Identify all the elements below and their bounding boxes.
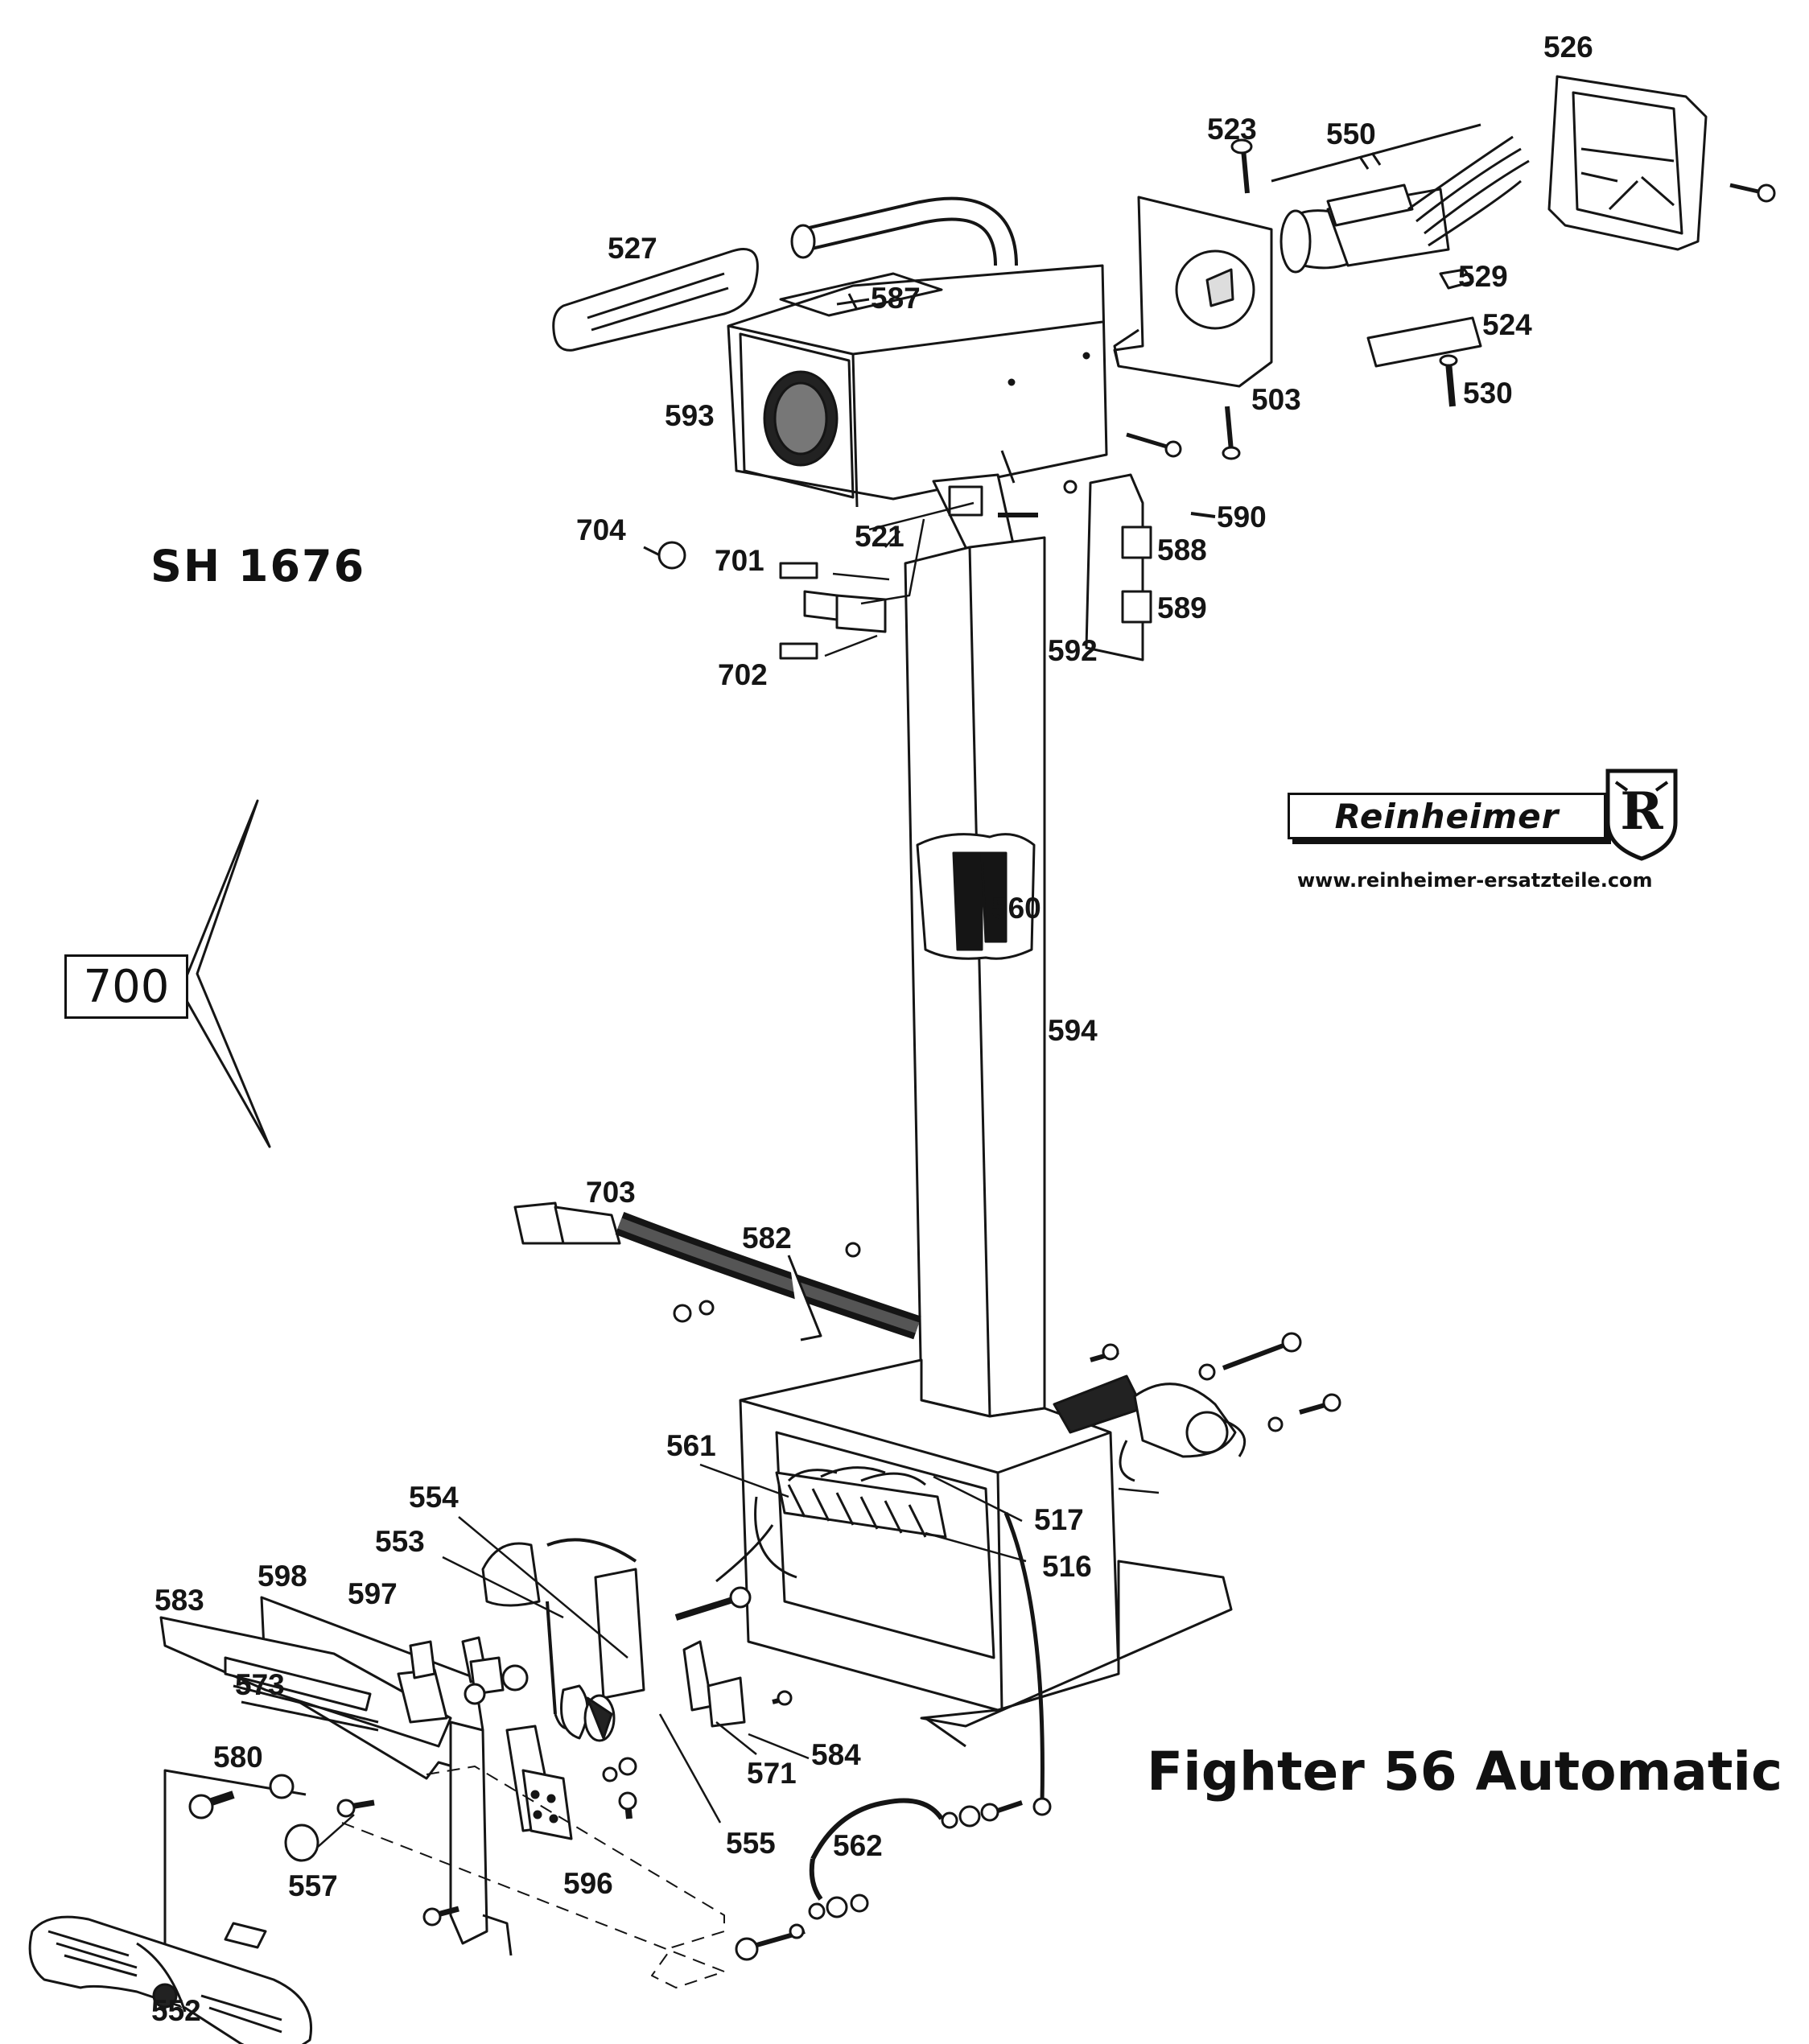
part-label-521: 521	[855, 520, 904, 553]
part-label-517: 517	[1034, 1503, 1084, 1536]
part-label-580: 580	[213, 1741, 263, 1774]
label-plate-part	[1063, 473, 1152, 661]
part-label-571: 571	[747, 1757, 797, 1790]
part-label-704: 704	[576, 513, 626, 546]
lever-assembly-part	[481, 1524, 774, 1742]
part-label-584: 584	[811, 1738, 861, 1771]
motor-switch-assembly-part	[1271, 123, 1530, 274]
part-label-597: 597	[348, 1577, 398, 1610]
cover-box-part	[1547, 75, 1708, 251]
part-label-582: 582	[742, 1222, 792, 1255]
foot-plate-fasteners	[190, 1666, 637, 1927]
bracket-596-part	[505, 1725, 573, 1840]
handle-tube-part	[790, 196, 1018, 266]
group-number-box: 700	[64, 954, 188, 1019]
part-label-526: 526	[1543, 31, 1593, 64]
part-label-596: 596	[563, 1867, 613, 1900]
leader-lines	[317, 501, 1160, 1848]
model-code: SH 1676	[150, 541, 366, 591]
mains-cable-part	[513, 1201, 921, 1341]
part-label-557: 557	[288, 1869, 338, 1902]
brand-logo: Reinheimer	[1288, 793, 1606, 839]
microswitch-part	[682, 1640, 793, 1728]
part-label-562: 562	[833, 1829, 883, 1862]
part-label-523: 523	[1207, 113, 1257, 146]
handle-grip-part	[552, 247, 759, 352]
part-label-561: 561	[666, 1429, 716, 1462]
part-label-527: 527	[608, 232, 657, 265]
part-label-592: 592	[1048, 634, 1098, 667]
part-label-583: 583	[155, 1584, 204, 1617]
ground-cable-part	[735, 1512, 1052, 1961]
part-label-552: 552	[151, 1994, 201, 2027]
brand-name: Reinheimer	[1334, 796, 1560, 836]
terminal-block-part	[754, 1466, 947, 1579]
part-label-555: 555	[726, 1827, 776, 1860]
mounting-plate-part	[1113, 196, 1273, 388]
part-label-587: 587	[871, 282, 921, 315]
part-label-590: 590	[1217, 501, 1267, 534]
part-label-554: 554	[409, 1481, 459, 1514]
right-side-fittings	[1053, 1332, 1341, 1482]
indicator-parts	[643, 541, 887, 660]
shield-letter: R	[1620, 781, 1663, 842]
head-housing-part	[727, 264, 1108, 508]
foot-plate-part	[159, 1596, 513, 2012]
part-label-560: 560	[991, 892, 1041, 925]
brand-website: www.reinheimer-ersatzteile.com	[1297, 869, 1653, 892]
part-label-524: 524	[1482, 308, 1532, 341]
part-label-588: 588	[1157, 534, 1207, 567]
part-label-703: 703	[586, 1176, 636, 1209]
pedal-part	[28, 1915, 312, 2044]
part-label-598: 598	[258, 1560, 307, 1593]
base-plate-part	[920, 1560, 1233, 1748]
assembly-dashed-line	[341, 1766, 725, 1988]
brand-shield-icon: R	[1605, 769, 1678, 861]
part-label-553: 553	[375, 1525, 425, 1558]
part-label-594: 594	[1048, 1014, 1098, 1047]
product-title: Fighter 56 Automatic	[1147, 1741, 1783, 1803]
part-label-573: 573	[235, 1668, 285, 1701]
group-arrow-shape	[183, 799, 271, 1148]
main-column-part	[904, 536, 1046, 1418]
part-label-516: 516	[1042, 1550, 1092, 1583]
part-label-593: 593	[665, 399, 715, 432]
part-label-503: 503	[1251, 383, 1301, 416]
part-label-550: 550	[1326, 117, 1376, 150]
bracket-597-part	[397, 1636, 505, 1724]
part-label-701: 701	[715, 544, 764, 577]
part-label-589: 589	[1157, 591, 1207, 624]
part-label-529: 529	[1458, 260, 1508, 293]
part-label-530: 530	[1463, 377, 1513, 410]
upper-fasteners	[1126, 138, 1776, 518]
part-label-702: 702	[718, 658, 768, 691]
